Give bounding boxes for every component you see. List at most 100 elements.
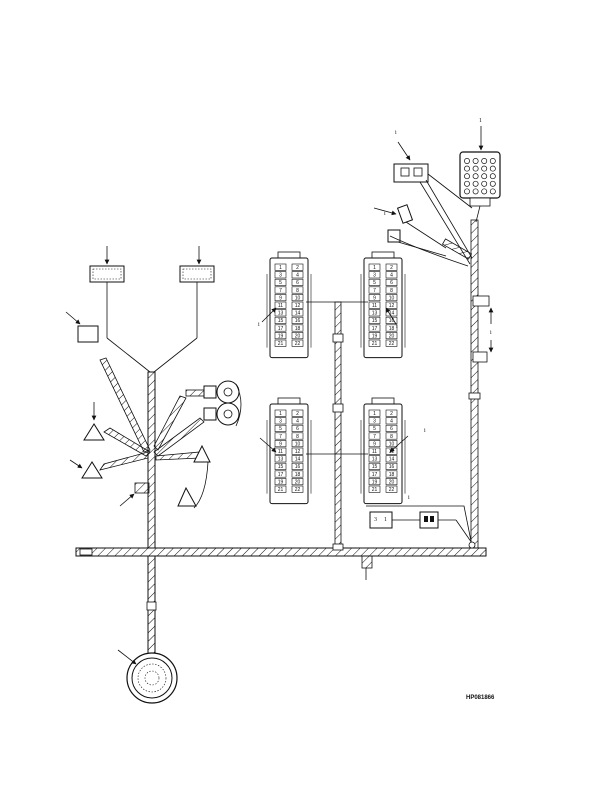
pin-number: 20	[295, 479, 301, 485]
pin-socket	[481, 180, 488, 187]
pin-cell	[385, 424, 398, 432]
pin-socket	[464, 188, 470, 195]
pin-cell	[291, 447, 304, 455]
pin-number: 22	[295, 487, 301, 493]
pin-cell	[291, 432, 304, 440]
callout-mark-right-clip: i	[490, 330, 492, 336]
pin-cell	[291, 485, 304, 493]
callout-mark-top-right: 1	[479, 118, 482, 124]
top-left-connectors	[89, 246, 215, 373]
pin-cell	[368, 470, 381, 478]
pin-number: 1	[373, 265, 376, 271]
pin-number: 10	[295, 295, 301, 301]
pin-number: 6	[296, 280, 299, 286]
pin-number: 12	[389, 303, 395, 309]
pin-number: 5	[279, 426, 282, 432]
pin-cell	[291, 470, 304, 478]
pin-socket	[464, 173, 470, 180]
pin-number: 11	[372, 449, 377, 455]
pin-cell	[291, 294, 304, 302]
pin-number: 15	[372, 318, 378, 324]
pin-number: 14	[389, 311, 395, 317]
pin-socket	[472, 188, 479, 195]
pin-socket	[464, 158, 470, 164]
pin-cell	[291, 462, 304, 470]
pin-number: 11	[278, 449, 283, 455]
top-center-relay-connector	[387, 141, 473, 267]
pin-number: 6	[390, 280, 393, 286]
pin-number: 4	[296, 419, 299, 425]
pin-socket	[472, 173, 479, 180]
pin-cell	[368, 263, 381, 271]
pin-cell	[291, 478, 304, 486]
pin-number: 22	[389, 487, 395, 493]
pin-cell	[385, 332, 398, 340]
pin-number: 13	[278, 457, 284, 463]
pin-cell	[291, 440, 304, 448]
main-trunk	[75, 547, 487, 557]
pin-number: 20	[295, 333, 301, 339]
pin-number: 19	[278, 479, 284, 485]
pin-number: 3	[373, 273, 376, 279]
pin-number: 9	[373, 441, 376, 447]
pin-cell	[291, 417, 304, 425]
pin-number: 1	[373, 411, 376, 417]
lower-right-small-connector	[366, 505, 476, 549]
pin-number: 2	[390, 265, 393, 271]
pin-cell	[274, 470, 287, 478]
pin-cell	[274, 424, 287, 432]
pin-number: 8	[296, 288, 299, 294]
right-vertical-branch	[459, 126, 501, 549]
pin-cell	[274, 324, 287, 332]
pin-socket	[472, 158, 479, 164]
pin-cell	[274, 309, 287, 317]
pin-number: 1	[279, 411, 282, 417]
pin-number: 2	[296, 265, 299, 271]
pin-cell	[385, 324, 398, 332]
pin-number: 11	[278, 303, 283, 309]
pin-cell	[368, 332, 381, 340]
pin-cell	[274, 485, 287, 493]
pin-number: 18	[389, 472, 395, 478]
pin-socket	[489, 165, 496, 172]
pin-cell	[385, 417, 398, 425]
pin-cell	[385, 432, 398, 440]
pin-number: 6	[296, 426, 299, 432]
pin-number: 9	[279, 441, 282, 447]
pin-number: 14	[389, 457, 395, 463]
pin-socket	[464, 165, 470, 172]
pin-cell	[368, 485, 381, 493]
pin-number: 3	[279, 419, 282, 425]
pin-number: 14	[295, 311, 301, 317]
pin-cell	[291, 271, 304, 279]
pin-number: 10	[389, 295, 395, 301]
pin-number: 7	[279, 434, 282, 440]
left-vertical-branch	[134, 371, 157, 657]
pin-cell	[291, 324, 304, 332]
pin-cell	[291, 316, 304, 324]
pin-cell	[274, 432, 287, 440]
pin-cell	[385, 409, 398, 417]
pin-cell	[291, 263, 304, 271]
pin-number: 19	[372, 333, 378, 339]
pin-number: 17	[278, 326, 284, 332]
pin-socket	[472, 165, 479, 172]
pin-socket	[481, 173, 488, 180]
pin-cell	[368, 440, 381, 448]
pin-number: 8	[390, 434, 393, 440]
pin-number: 19	[278, 333, 284, 339]
pin-cell	[385, 294, 398, 302]
pin-number: 5	[279, 280, 282, 286]
pin-number: 4	[390, 419, 393, 425]
pin-cell	[274, 263, 287, 271]
pin-cell	[274, 339, 287, 347]
pin-cell	[368, 432, 381, 440]
pin-socket	[464, 180, 470, 187]
pin-cell	[291, 301, 304, 309]
pin-number: 20	[389, 479, 395, 485]
pin-number: 16	[389, 464, 395, 470]
pin-cell	[368, 309, 381, 317]
pin-number: 17	[372, 472, 378, 478]
